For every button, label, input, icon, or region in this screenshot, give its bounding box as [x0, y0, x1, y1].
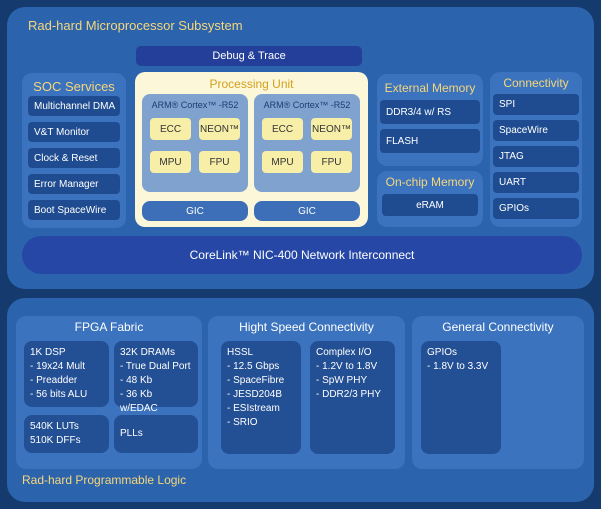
core-1-ecc: ECC [150, 118, 191, 140]
ext-mem-flash: FLASH [380, 129, 480, 153]
cio-line-4: - DDR2/3 PHY [316, 389, 382, 400]
conn-item-spi: SPI [493, 94, 579, 115]
core-2-name: ARM® Cortex™ -R52 [263, 100, 351, 110]
core-1-neon: NEON™ [199, 118, 240, 140]
dsp-line-3: - Preadder [30, 375, 78, 386]
soc-item-dma: Multichannel DMA [28, 96, 120, 116]
cio-line-3: - SpW PHY [316, 375, 368, 386]
hssl-line-1: HSSL [227, 347, 254, 358]
dram-line-1: 32K DRAMs [120, 347, 176, 358]
core-1-name: ARM® Cortex™ -R52 [151, 100, 239, 110]
onchip-memory-title: On-chip Memory [385, 175, 475, 189]
hssl-line-4: - JESD204B [227, 389, 283, 400]
fpga-dram-block: 32K DRAMs - True Dual Port - 48 Kb - 36 … [114, 341, 198, 414]
cio-line-1: Complex I/O [316, 347, 372, 358]
core-1-gic: GIC [142, 201, 248, 221]
soc-item-vt-monitor: V&T Monitor [28, 122, 120, 142]
dram-line-3: - 48 Kb [120, 375, 153, 386]
core-2-ecc: ECC [262, 118, 303, 140]
conn-item-spacewire: SpaceWire [493, 120, 579, 141]
conn-item-jtag: JTAG [493, 146, 579, 167]
soc-services-title: SOC Services [33, 79, 115, 94]
external-memory-title: External Memory [384, 81, 476, 95]
conn-item-uart: UART [493, 172, 579, 193]
soc-services-box: SOC Services Multichannel DMA V&T Monito… [22, 73, 126, 228]
general-connectivity-box: General Connectivity GPIOs - 1.8V to 3.3… [412, 316, 584, 469]
hssl-block: HSSL - 12.5 Gbps - SpaceFibre - JESD204B… [221, 341, 301, 454]
hssl-line-6: - SRIO [227, 417, 258, 428]
onchip-memory-box: On-chip Memory eRAM [377, 171, 483, 227]
ext-mem-ddr: DDR3/4 w/ RS [380, 100, 480, 124]
lut-line-1: 540K LUTs [30, 421, 79, 432]
high-speed-connectivity-box: Hight Speed Connectivity HSSL - 12.5 Gbp… [208, 316, 405, 469]
core-2-gic: GIC [254, 201, 360, 221]
soc-item-boot-spacewire: Boot SpaceWire [28, 200, 120, 220]
core-2-mpu: MPU [262, 151, 303, 173]
gpios-line-1: GPIOs [427, 347, 458, 358]
gpios-line-2: - 1.8V to 3.3V [427, 361, 489, 372]
core-2-fpu: FPU [311, 151, 352, 173]
cortex-core-2: ARM® Cortex™ -R52 ECC NEON™ MPU FPU [254, 94, 360, 192]
dram-line-4: - 36 Kb w/EDAC [120, 389, 158, 414]
connectivity-title: Connectivity [503, 76, 569, 90]
fpga-fabric-title: FPGA Fabric [74, 320, 144, 334]
hssl-line-3: - SpaceFibre [227, 375, 285, 386]
programmable-logic-title: Rad-hard Programmable Logic [22, 473, 187, 487]
onchip-mem-eram: eRAM [382, 194, 478, 216]
fpga-fabric-box: FPGA Fabric 1K DSP - 19x24 Mult - Preadd… [16, 316, 202, 469]
dsp-line-2: - 19x24 Mult [30, 361, 86, 372]
fpga-dsp-block: 1K DSP - 19x24 Mult - Preadder - 56 bits… [24, 341, 109, 407]
dsp-line-4: - 56 bits ALU [30, 389, 88, 400]
nic400-interconnect-bar: CoreLink™ NIC-400 Network Interconnect [22, 236, 582, 274]
hssl-line-5: - ESIstream [227, 403, 280, 414]
processing-unit-box: Processing Unit ARM® Cortex™ -R52 ECC NE… [135, 72, 368, 227]
debug-trace-bar: Debug & Trace [136, 46, 362, 66]
conn-item-gpios: GPIOs [493, 198, 579, 219]
soc-item-clock-reset: Clock & Reset [28, 148, 120, 168]
subsystem-title: Rad-hard Microprocessor Subsystem [28, 18, 243, 33]
core-1-mpu: MPU [150, 151, 191, 173]
external-memory-box: External Memory DDR3/4 w/ RS FLASH [377, 74, 483, 166]
dsp-line-1: 1K DSP [30, 347, 66, 358]
cortex-core-1: ARM® Cortex™ -R52 ECC NEON™ MPU FPU [142, 94, 248, 192]
connectivity-box: Connectivity SPI SpaceWire JTAG UART GPI… [490, 72, 582, 227]
core-1-fpu: FPU [199, 151, 240, 173]
soc-item-error-manager: Error Manager [28, 174, 120, 194]
dram-line-2: - True Dual Port [120, 361, 191, 372]
lut-line-2: 510K DFFs [30, 435, 81, 446]
core-2-neon: NEON™ [311, 118, 352, 140]
fpga-pll-block: PLLs [114, 415, 198, 453]
general-connectivity-title: General Connectivity [442, 320, 554, 334]
cio-line-2: - 1.2V to 1.8V [316, 361, 378, 372]
fpga-lut-block: 540K LUTs 510K DFFs [24, 415, 109, 453]
pll-label: PLLs [120, 428, 143, 439]
hssl-line-2: - 12.5 Gbps [227, 361, 280, 372]
high-speed-connectivity-title: Hight Speed Connectivity [239, 320, 374, 334]
gpios-block: GPIOs - 1.8V to 3.3V [421, 341, 501, 454]
complex-io-block: Complex I/O - 1.2V to 1.8V - SpW PHY - D… [310, 341, 395, 454]
processing-unit-title: Processing Unit [209, 77, 294, 91]
